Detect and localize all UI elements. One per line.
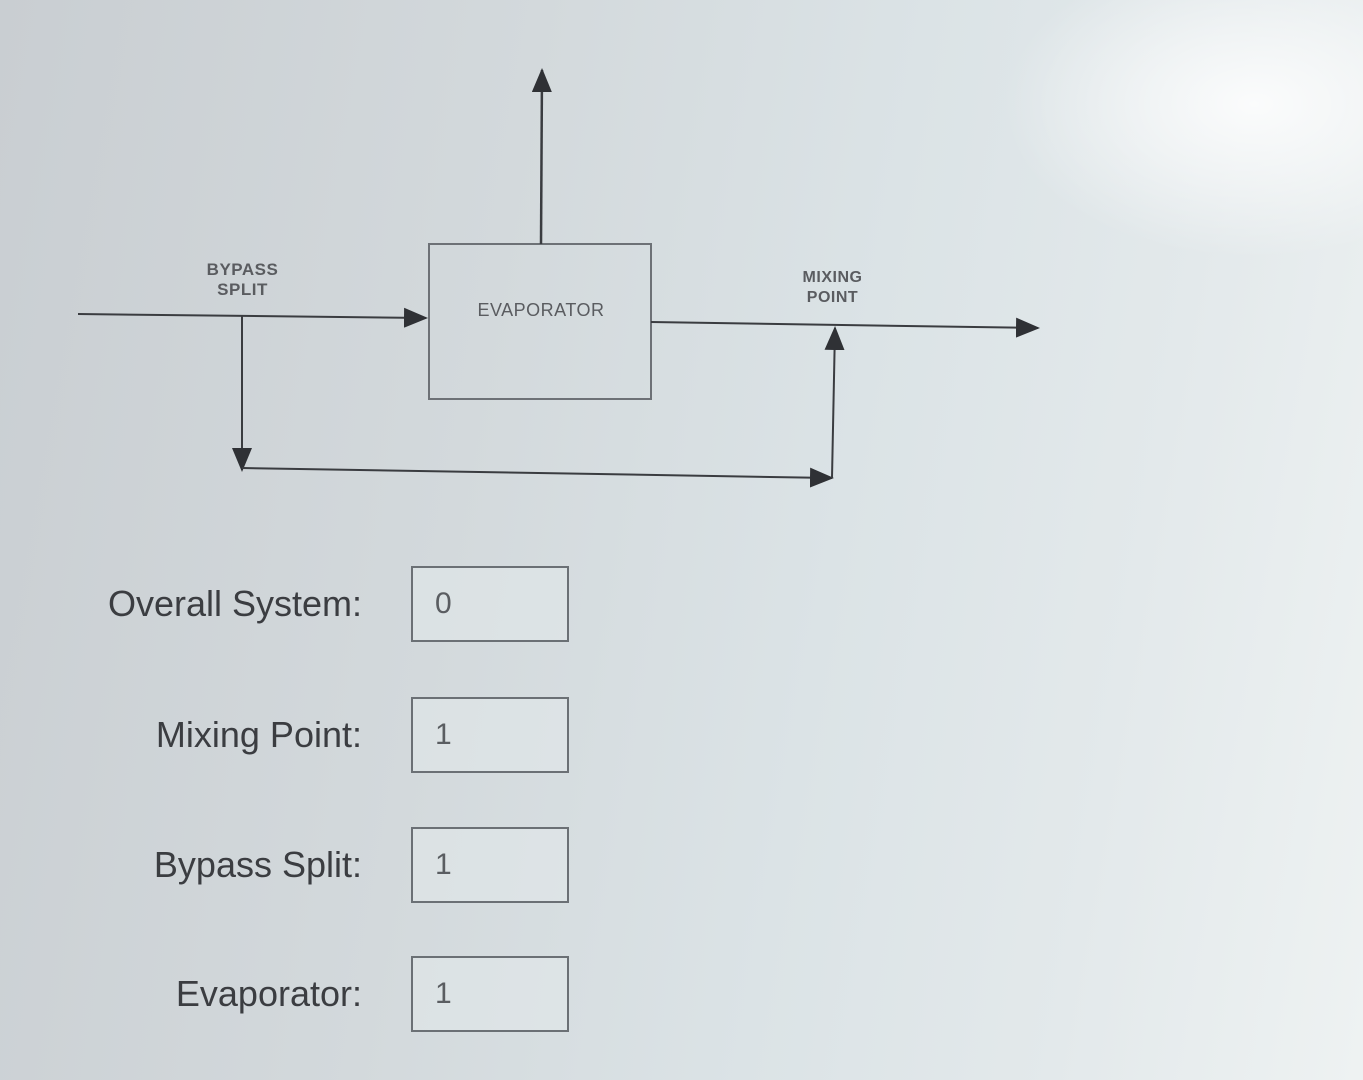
bypass-split-label: BYPASS SPLIT: [190, 260, 295, 300]
bypass-horizontal-line: [241, 467, 834, 488]
evaporator-input[interactable]: [411, 956, 569, 1032]
evaporator-row: Evaporator:: [0, 956, 600, 1036]
overall-system-label: Overall System:: [107, 583, 362, 624]
bypass-split-input[interactable]: [411, 827, 569, 903]
bypass-split-label-line1: BYPASS: [206, 260, 279, 279]
bypass-split-row: Bypass Split:: [0, 827, 600, 907]
inlet-stream-line: [77, 307, 428, 328]
bypass-split-field-label: Bypass Split:: [153, 844, 362, 885]
evaporator-label: EVAPORATOR: [477, 300, 605, 320]
overall-system-input[interactable]: [411, 566, 569, 642]
evaporator-field-label: Evaporator:: [175, 973, 362, 1014]
mixing-point-label-line2: POINT: [806, 289, 859, 306]
mixing-point-input[interactable]: [411, 697, 569, 773]
mixing-point-label-line1: MIXING: [802, 269, 863, 286]
mixing-point-label: MIXING POINT: [780, 268, 885, 308]
product-stream-line: [650, 317, 1040, 338]
vapor-outlet-line: [531, 68, 552, 245]
mixing-point-row: Mixing Point:: [0, 697, 600, 777]
bypass-up-line: [824, 326, 845, 479]
mixing-point-field-label: Mixing Point:: [155, 714, 362, 755]
bypass-split-label-line2: SPLIT: [217, 280, 268, 299]
overall-system-row: Overall System:: [0, 566, 600, 646]
evaporator-box: [428, 243, 652, 400]
flow-diagram: BYPASS SPLIT EVAPORATOR MIXING POINT: [0, 0, 1363, 520]
flow-diagram-svg: [77, 68, 1040, 488]
